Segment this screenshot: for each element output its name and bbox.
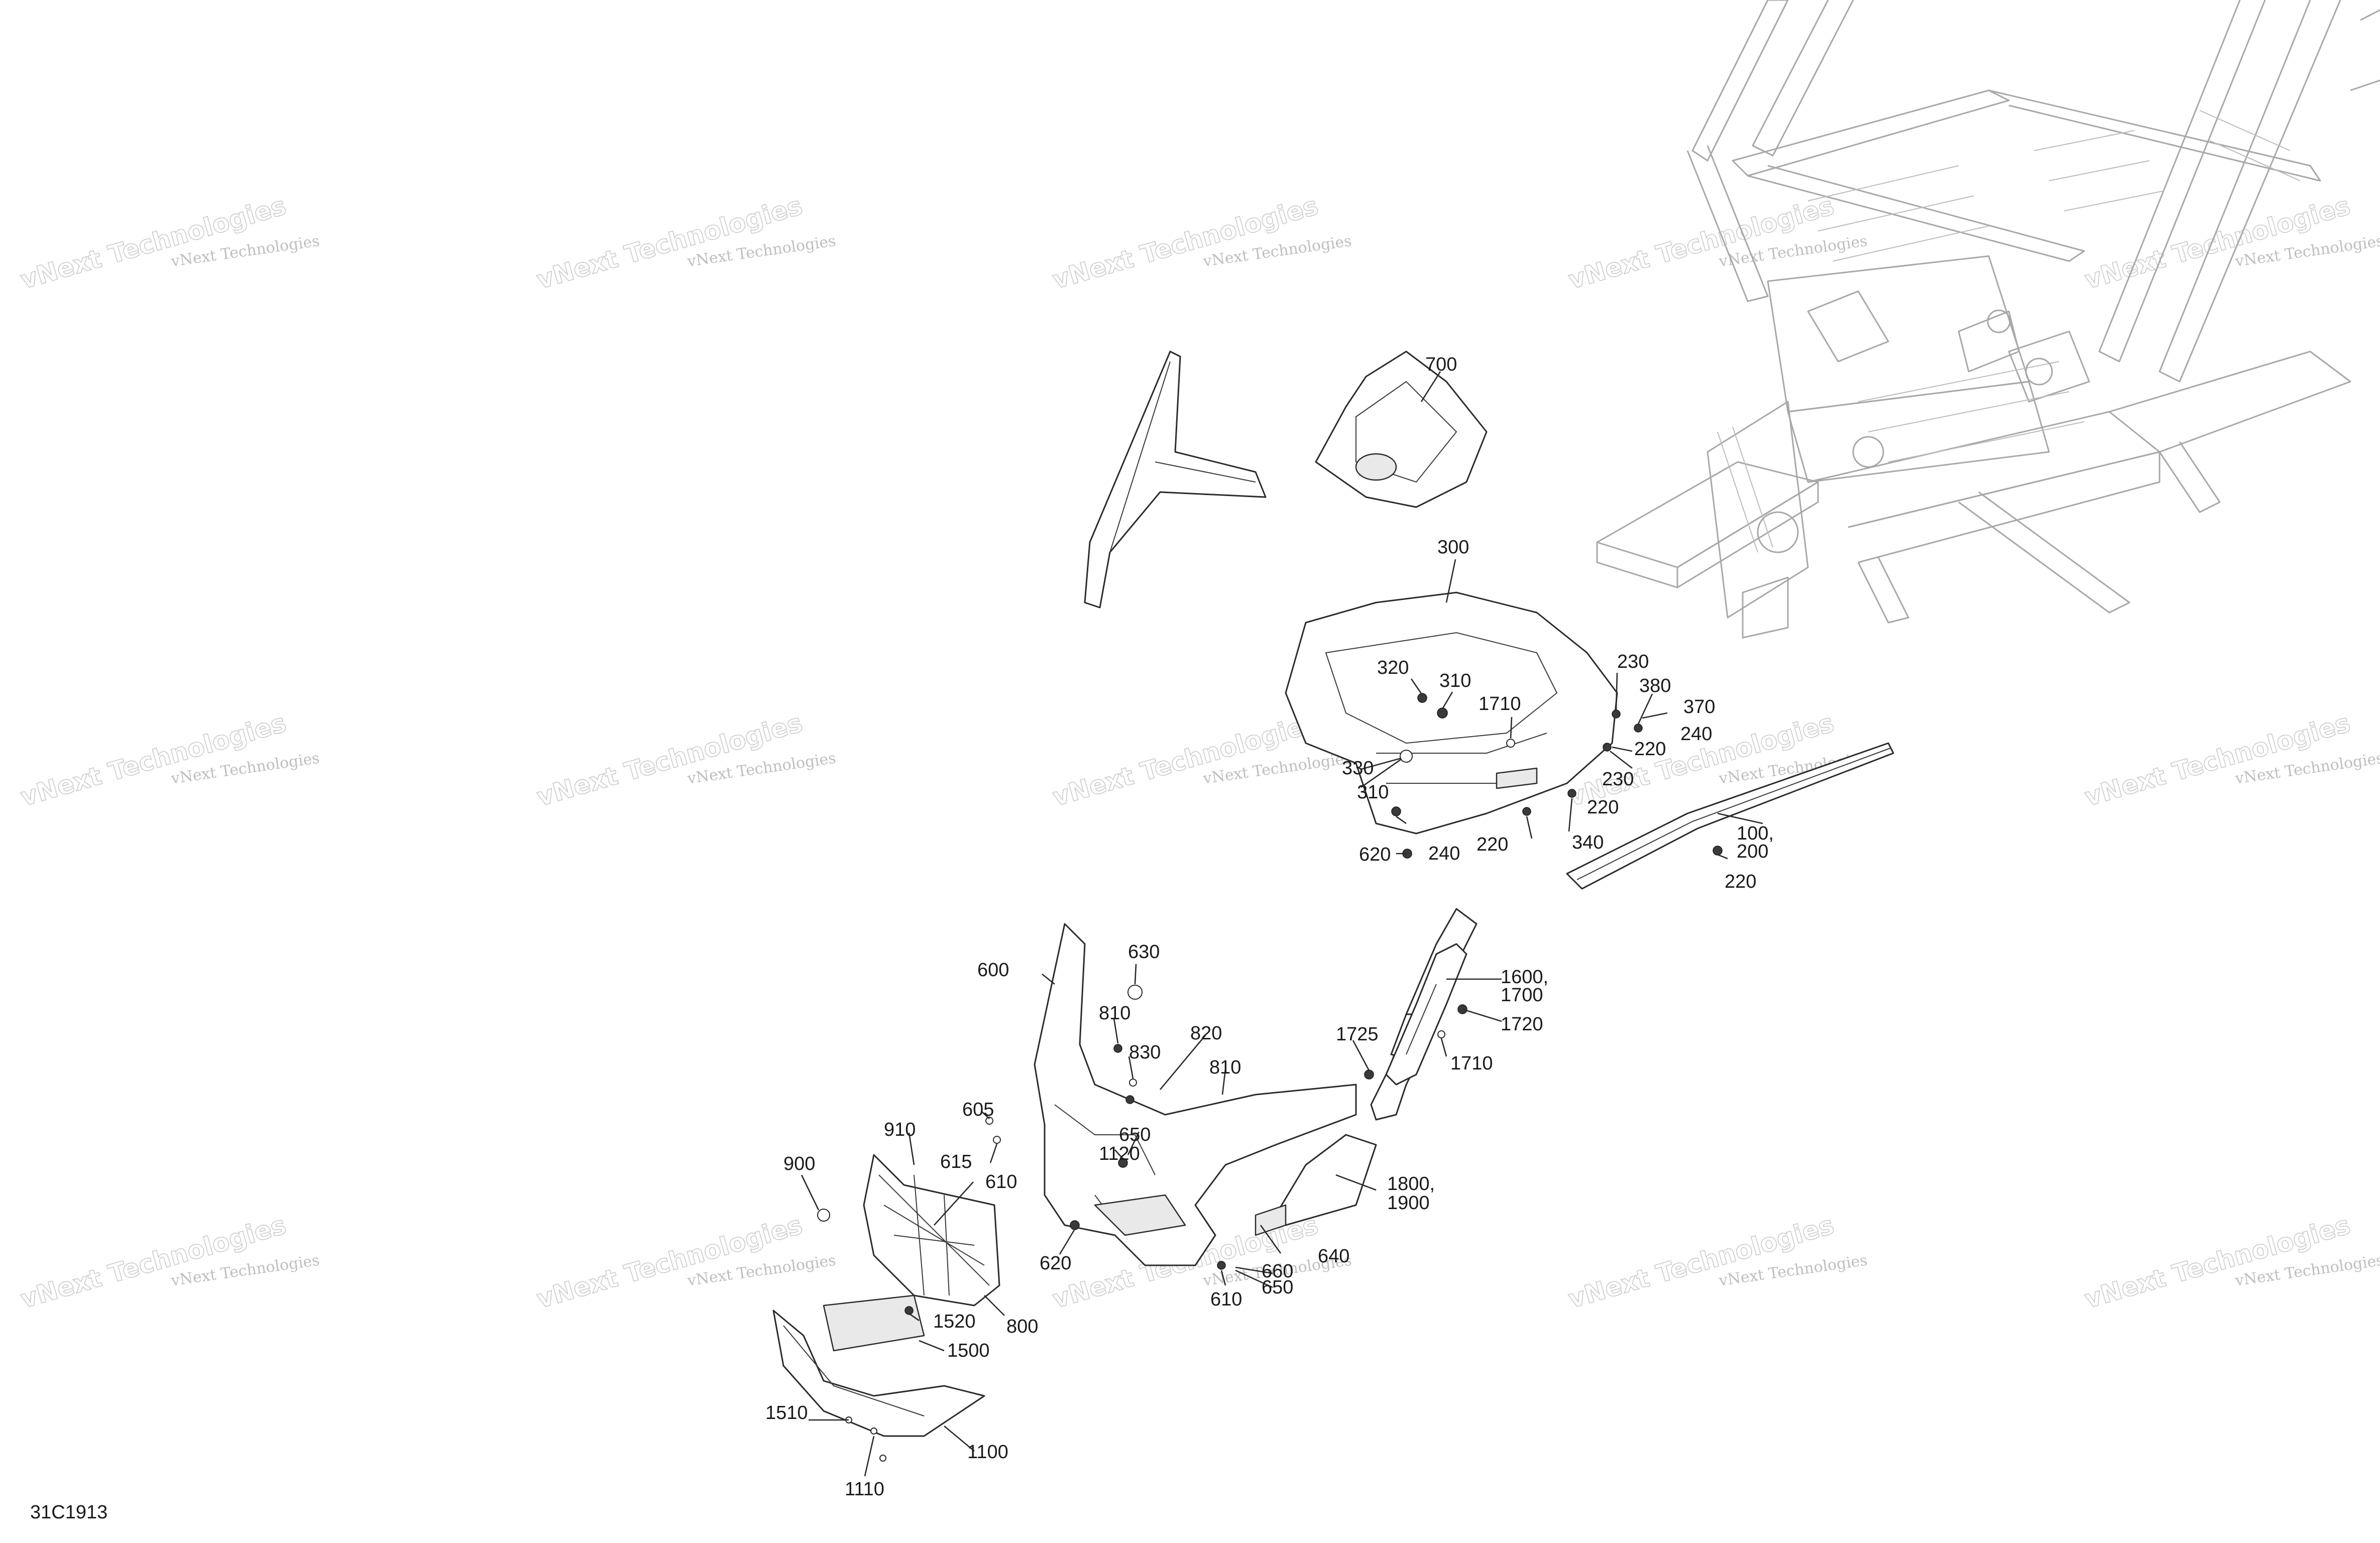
callout-1710-lower: 1710 xyxy=(1450,1053,1493,1074)
callout-1700: 1700 xyxy=(1501,985,1543,1006)
callout-220: 220 xyxy=(1634,739,1666,760)
part-1800-1900-corner-panel xyxy=(1255,1134,1377,1236)
callout-650-upper: 650 xyxy=(1119,1124,1151,1145)
callout-615: 615 xyxy=(940,1151,972,1172)
part-side-panel-upper xyxy=(1084,350,1267,609)
callout-830: 830 xyxy=(1129,1042,1161,1063)
callout-1510: 1510 xyxy=(765,1402,808,1423)
callout-600: 600 xyxy=(977,960,1009,981)
callout-340: 340 xyxy=(1572,832,1604,853)
part-910-grille xyxy=(863,1154,1000,1307)
callout-810-upper: 810 xyxy=(1099,1003,1130,1024)
part-1100-lower-bumper xyxy=(772,1310,985,1437)
callout-650-lower: 650 xyxy=(1262,1277,1293,1298)
callout-630: 630 xyxy=(1128,941,1160,963)
callout-380: 380 xyxy=(1639,675,1671,696)
callout-200: 200 xyxy=(1737,841,1768,862)
callout-220-right: 220 xyxy=(1725,871,1756,892)
callout-310-lower: 310 xyxy=(1357,782,1389,803)
callout-810-lower: 810 xyxy=(1209,1057,1241,1078)
callout-1500: 1500 xyxy=(947,1340,990,1361)
callout-labels: 700 300 320 310 1710 230 380 370 240 220… xyxy=(765,354,1774,1500)
callout-620-upper: 620 xyxy=(1359,844,1391,865)
part-600-front-fascia xyxy=(1034,923,1357,1266)
callout-1725: 1725 xyxy=(1336,1024,1379,1045)
callout-1520: 1520 xyxy=(933,1311,976,1332)
callout-310: 310 xyxy=(1439,670,1471,691)
callout-320: 320 xyxy=(1377,657,1409,678)
callout-910: 910 xyxy=(884,1119,916,1140)
part-300-front-tub xyxy=(1285,591,1618,835)
callout-640: 640 xyxy=(1318,1246,1349,1267)
callout-240: 240 xyxy=(1680,724,1712,745)
callout-220-middle: 220 xyxy=(1587,797,1619,818)
callout-605: 605 xyxy=(962,1099,994,1120)
callout-610-lower: 610 xyxy=(1210,1289,1242,1310)
callout-1120: 1120 xyxy=(1099,1143,1140,1164)
vehicle-frame xyxy=(1596,0,2380,639)
callout-1710: 1710 xyxy=(1479,693,1521,715)
part-700-hood-cover xyxy=(1315,350,1488,508)
leader-lines xyxy=(801,371,1763,1477)
part-1500-skid xyxy=(823,1294,925,1352)
callout-800: 800 xyxy=(1006,1316,1038,1337)
callout-240-lower: 240 xyxy=(1428,843,1460,864)
callout-660: 660 xyxy=(1262,1261,1293,1282)
callout-230: 230 xyxy=(1617,651,1649,672)
callout-700: 700 xyxy=(1425,354,1457,375)
callout-100: 100, xyxy=(1737,823,1774,844)
callout-820: 820 xyxy=(1190,1023,1222,1044)
callout-1900: 1900 xyxy=(1387,1193,1430,1214)
callout-300: 300 xyxy=(1437,537,1469,558)
callout-620-lower: 620 xyxy=(1040,1253,1071,1274)
callout-1720: 1720 xyxy=(1501,1014,1543,1035)
document-code: 31C1913 xyxy=(30,1502,107,1523)
callout-1800: 1800, xyxy=(1387,1173,1435,1195)
callout-1110: 1110 xyxy=(845,1479,884,1500)
callout-330: 330 xyxy=(1342,758,1374,779)
callout-610-upper: 610 xyxy=(985,1171,1017,1193)
callout-1100: 1100 xyxy=(967,1442,1008,1463)
callout-1600: 1600, xyxy=(1501,967,1548,988)
callout-220-left: 220 xyxy=(1477,834,1508,855)
callout-230-lower: 230 xyxy=(1602,769,1634,790)
callout-370: 370 xyxy=(1683,696,1715,718)
callout-900: 900 xyxy=(783,1153,815,1174)
